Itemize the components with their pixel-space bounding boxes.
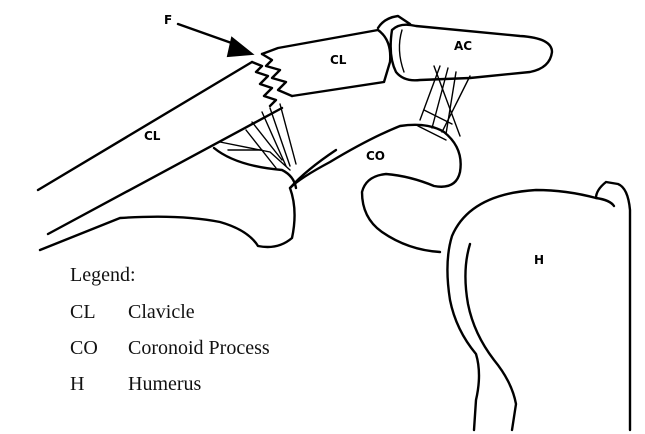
fracture-arrow [178, 24, 252, 56]
legend-item: CL Clavicle [70, 294, 270, 330]
humerus-label: H [534, 253, 544, 267]
humerus-shape [447, 182, 630, 430]
coronoid-shape [40, 125, 461, 252]
legend-text: Clavicle [128, 294, 195, 330]
fracture-label: F [164, 13, 172, 27]
legend-abbr: H [70, 366, 128, 402]
legend-abbr: CO [70, 330, 128, 366]
clavicle-proximal-shape [38, 62, 282, 234]
legend-abbr: CL [70, 294, 128, 330]
legend-item: H Humerus [70, 366, 270, 402]
clavicle-distal-shape [262, 30, 390, 96]
legend: Legend: CL Clavicle CO Coronoid Process … [70, 256, 270, 402]
ligament-left [220, 104, 296, 170]
legend-title: Legend: [70, 256, 270, 294]
legend-text: Humerus [128, 366, 201, 402]
ligament-right [418, 66, 470, 140]
clavicle-distal-label: CL [330, 53, 347, 67]
legend-item: CO Coronoid Process [70, 330, 270, 366]
legend-text: Coronoid Process [128, 330, 270, 366]
acromion-label: AC [454, 39, 472, 53]
coronoid-label: CO [366, 149, 385, 163]
clavicle-proximal-label: CL [144, 129, 161, 143]
